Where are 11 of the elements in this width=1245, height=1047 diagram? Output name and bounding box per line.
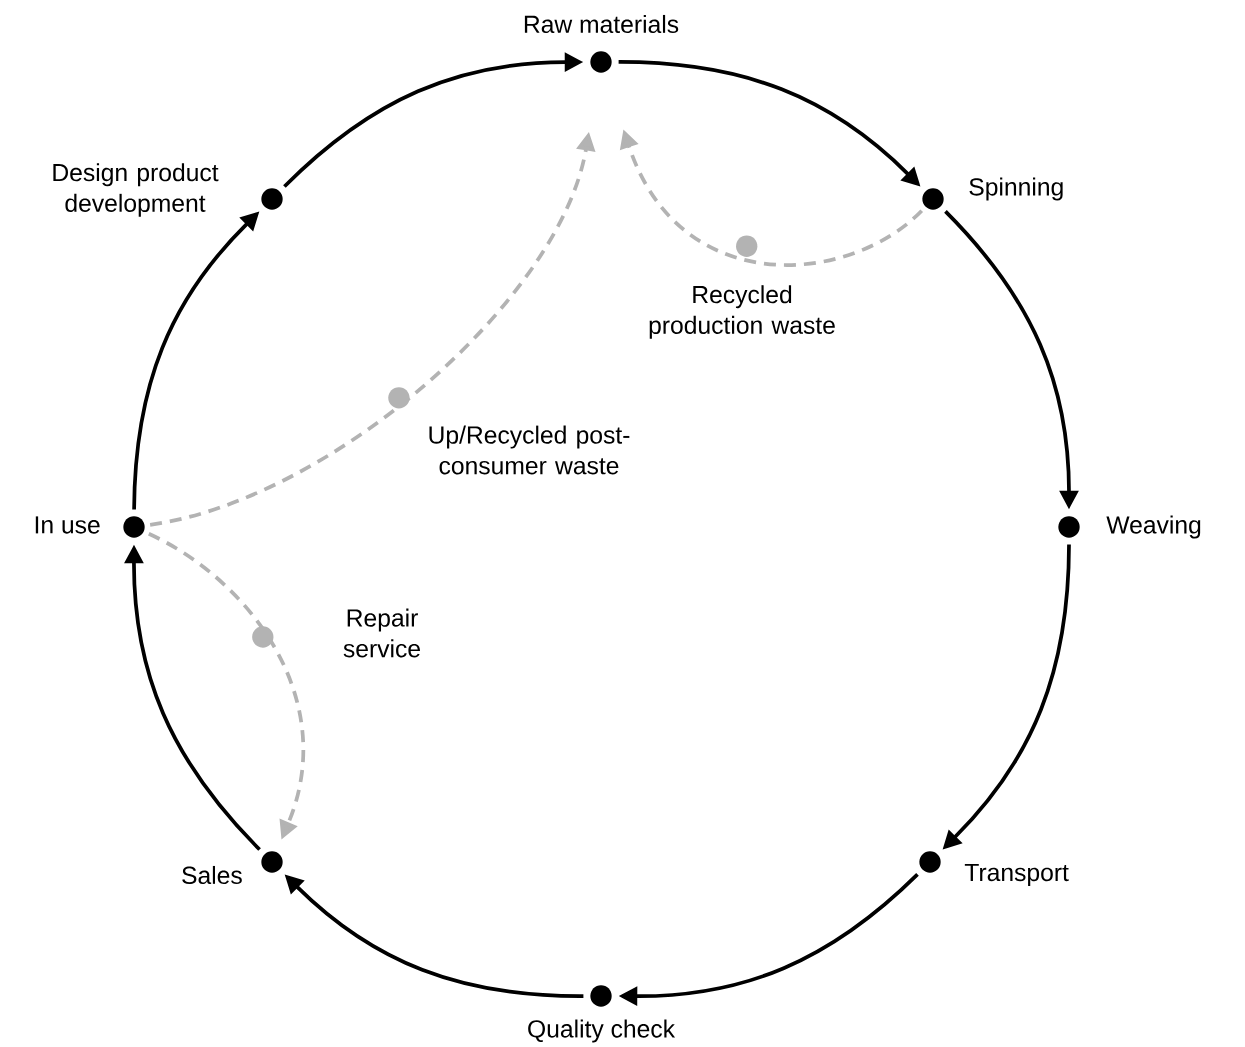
- edge-label: Repair service: [343, 608, 420, 658]
- step-label: Design product development: [53, 163, 219, 217]
- step-label: In use: [35, 516, 100, 534]
- step-label: Sales: [182, 865, 242, 885]
- step-label: Raw materials: [524, 14, 679, 34]
- step-label: Quality check: [528, 1019, 676, 1043]
- step-label: Transport: [964, 863, 1069, 887]
- step-label: Weaving: [1106, 515, 1201, 539]
- edge-label: Up/Recycled post-consumer waste: [429, 425, 630, 475]
- edge-label: Recycled production waste: [649, 285, 835, 339]
- step-label: Spinning: [969, 177, 1063, 201]
